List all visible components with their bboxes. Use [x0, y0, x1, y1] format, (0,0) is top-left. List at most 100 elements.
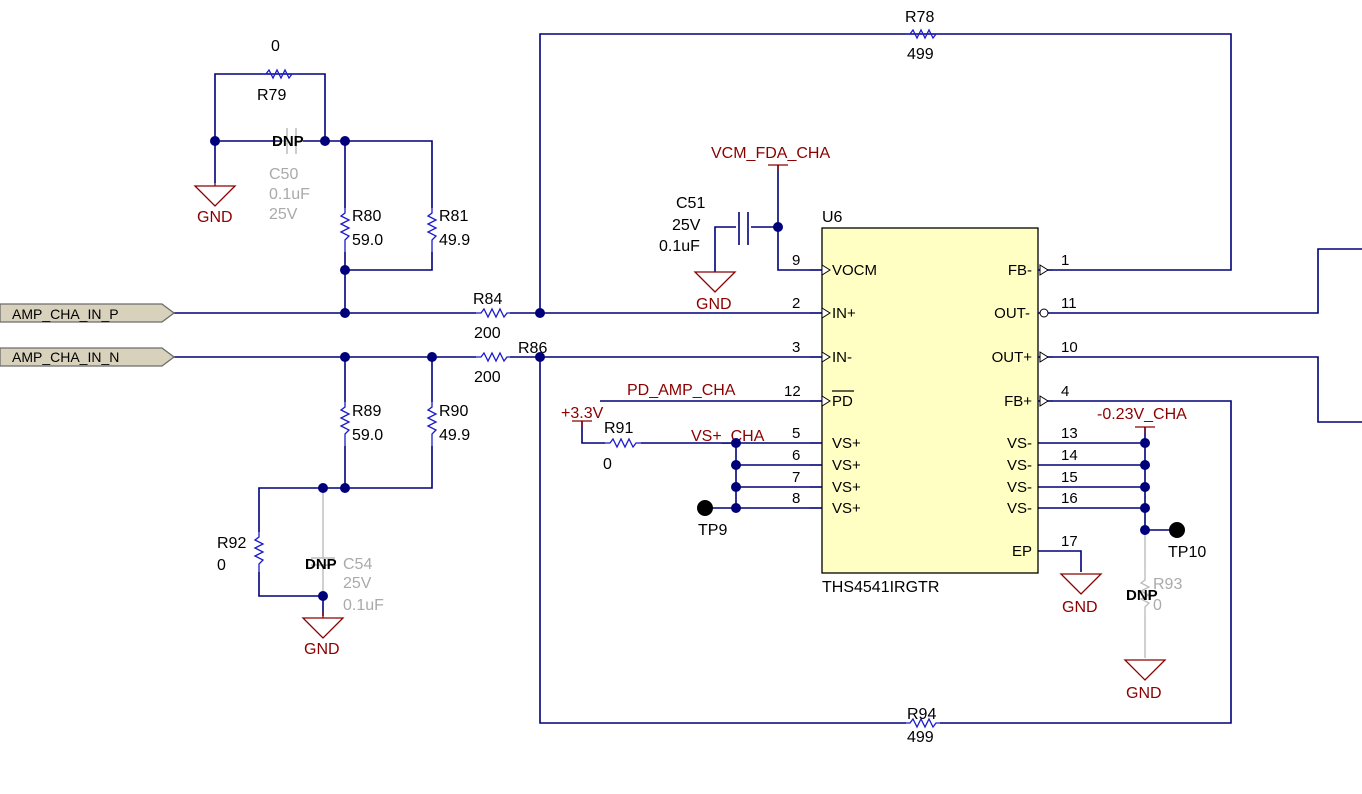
capacitor-c54[interactable]: DNP C54 25V 0.1uF — [305, 556, 384, 614]
pin-num-vsn1: 13 — [1061, 425, 1078, 442]
r89-value: 59.0 — [352, 427, 383, 444]
pin-num-fbn: 1 — [1061, 252, 1069, 269]
net-vcm-label: VCM_FDA_CHA — [711, 145, 830, 162]
resistor-r89[interactable]: R89 59.0 — [339, 402, 383, 446]
r93-ref: R93 — [1153, 576, 1182, 593]
pin-num-vsp1: 5 — [792, 425, 800, 442]
pin-name-vsp4: VS+ — [832, 500, 861, 517]
pin-name-inn: IN- — [832, 349, 852, 366]
pin-num-outp: 10 — [1061, 339, 1078, 356]
pin-num-vsp3: 7 — [792, 469, 800, 486]
r80-value: 59.0 — [352, 232, 383, 249]
pin-name-outn: OUT- — [994, 305, 1030, 322]
pin-name-ep: EP — [1012, 543, 1032, 560]
gnd-label-2: GND — [304, 641, 340, 658]
pin-num-vsn2: 14 — [1061, 447, 1078, 464]
c51-ref: C51 — [676, 195, 705, 212]
net-pd: PD_AMP_CHA — [627, 382, 736, 399]
c54-voltage: 25V — [343, 575, 372, 592]
dnp-traces — [322, 488, 1146, 658]
c50-voltage: 25V — [269, 206, 298, 223]
resistor-r80[interactable]: R80 59.0 — [339, 208, 383, 252]
capacitor-c51[interactable]: C51 25V 0.1uF — [659, 195, 749, 255]
tp10-ref: TP10 — [1168, 544, 1206, 561]
port-amp-cha-in-p[interactable]: AMP_CHA_IN_P — [0, 303, 176, 323]
r84-value: 200 — [474, 325, 501, 342]
junction-dots — [210, 136, 1150, 601]
r94-ref: R94 — [907, 706, 936, 723]
pin-name-fbn: FB- — [1008, 262, 1032, 279]
pin-name-fbp: FB+ — [1004, 393, 1032, 410]
r92-value: 0 — [217, 557, 226, 574]
resistor-r93[interactable]: R93 DNP 0 — [1126, 575, 1182, 615]
gnd-symbol-5: GND — [1123, 659, 1167, 702]
gnd-symbol-3: GND — [693, 271, 737, 313]
r81-ref: R81 — [439, 208, 468, 225]
ic-u6[interactable]: U6 THS4541IRGTR — [784, 209, 1078, 596]
pin-name-vocm: VOCM — [832, 262, 877, 279]
gnd-label-1: GND — [197, 209, 233, 226]
u6-ref: U6 — [822, 209, 843, 226]
u6-left-pins — [810, 264, 831, 509]
r89-ref: R89 — [352, 403, 381, 420]
r84-ref: R84 — [473, 291, 502, 308]
r86-value: 200 — [474, 369, 501, 386]
resistor-r81[interactable]: R81 49.9 — [426, 208, 470, 252]
r91-ref: R91 — [604, 420, 633, 437]
c51-voltage: 25V — [672, 217, 701, 234]
gnd-label-4: GND — [1062, 599, 1098, 616]
resistor-r94[interactable]: R94 499 — [906, 706, 940, 746]
pin-name-pd: PD — [832, 393, 853, 410]
pin-num-vsp2: 6 — [792, 447, 800, 464]
r93-dnp: DNP — [1126, 587, 1158, 604]
pin-name-vsn1: VS- — [1007, 435, 1032, 452]
pin-num-pd: 12 — [784, 383, 801, 400]
u6-right-pins — [1038, 264, 1058, 407]
port-amp-cha-in-n[interactable]: AMP_CHA_IN_N — [0, 347, 176, 367]
pin-num-outn: 11 — [1061, 295, 1077, 312]
net-3v3-label: +3.3V — [561, 405, 604, 422]
resistor-r91[interactable]: R91 0 — [603, 420, 641, 473]
gnd-label-5: GND — [1126, 685, 1162, 702]
pin-num-fbp: 4 — [1061, 383, 1069, 400]
c54-ref: C54 — [343, 556, 372, 573]
c50-ref: C50 — [269, 166, 298, 183]
r90-value: 49.9 — [439, 427, 470, 444]
wires — [172, 33, 1362, 724]
pin-num-inn: 3 — [792, 339, 800, 356]
gnd-symbol-4: GND — [1059, 573, 1103, 616]
c54-value: 0.1uF — [343, 597, 384, 614]
pin-name-vsn4: VS- — [1007, 500, 1032, 517]
pin-name-vsp3: VS+ — [832, 479, 861, 496]
resistor-r84[interactable]: R84 200 — [473, 291, 510, 342]
pin-num-vsn3: 15 — [1061, 469, 1078, 486]
r91-value: 0 — [603, 456, 612, 473]
r79-value: 0 — [271, 38, 280, 55]
r93-value: 0 — [1153, 597, 1162, 614]
net-vsn-label: -0.23V_CHA — [1097, 406, 1187, 423]
capacitor-c50[interactable]: DNP C50 0.1uF 25V — [269, 128, 310, 223]
r78-value: 499 — [907, 46, 934, 63]
r90-ref: R90 — [439, 403, 468, 420]
net-3v3: +3.3V — [561, 405, 604, 428]
r78-ref: R78 — [905, 9, 934, 26]
testpoint-tp10[interactable]: TP10 — [1168, 522, 1206, 561]
pin-name-vsn3: VS- — [1007, 479, 1032, 496]
gnd-label-3: GND — [696, 296, 732, 313]
net-vsn: -0.23V_CHA — [1097, 406, 1187, 434]
port-in-n-label: AMP_CHA_IN_N — [12, 349, 119, 365]
c50-value: 0.1uF — [269, 186, 310, 203]
resistor-r79[interactable]: 0 R79 — [257, 38, 298, 104]
gnd-symbol-1: GND — [193, 183, 237, 226]
pin-num-inp: 2 — [792, 295, 800, 312]
resistor-r78[interactable]: R78 499 — [905, 9, 940, 63]
testpoint-tp9[interactable]: TP9 — [697, 500, 727, 539]
resistor-r86[interactable]: R86 200 — [474, 340, 547, 386]
resistor-r90[interactable]: R90 49.9 — [426, 402, 470, 446]
gnd-symbol-2: GND — [301, 612, 345, 658]
resistor-r92[interactable]: R92 0 — [217, 532, 265, 574]
r80-ref: R80 — [352, 208, 381, 225]
pin-num-ep: 17 — [1061, 533, 1078, 550]
